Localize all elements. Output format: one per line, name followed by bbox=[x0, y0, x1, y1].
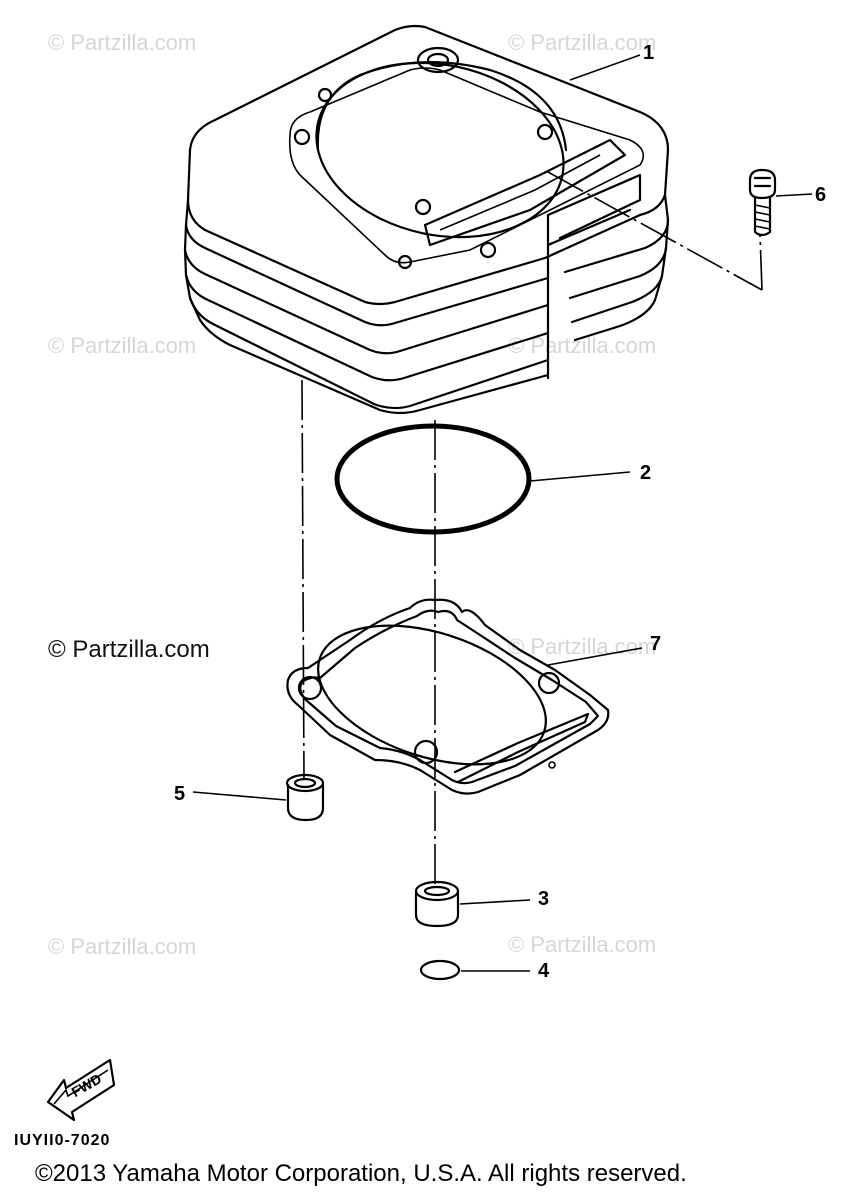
diagram-code: IUYII0-7020 bbox=[14, 1132, 111, 1149]
o-ring-part bbox=[334, 423, 631, 535]
watermark: © Partzilla.com bbox=[48, 636, 210, 663]
copyright-notice: ©2013 Yamaha Motor Corporation, U.S.A. A… bbox=[35, 1160, 687, 1187]
watermark: © Partzilla.com bbox=[48, 30, 197, 55]
callout-7: 7 bbox=[650, 633, 662, 655]
small-o-ring-part bbox=[419, 959, 530, 981]
fwd-arrow-icon: FWD bbox=[46, 1058, 116, 1122]
dowel-pin-right-part bbox=[414, 880, 531, 928]
watermark: © Partzilla.com bbox=[508, 30, 657, 55]
cylinder-part bbox=[183, 24, 763, 415]
gasket-part bbox=[286, 598, 643, 795]
callout-1: 1 bbox=[643, 42, 655, 64]
watermark: © Partzilla.com bbox=[508, 932, 657, 957]
watermark: © Partzilla.com bbox=[48, 333, 197, 358]
dowel-pin-left-part bbox=[192, 773, 325, 822]
callout-3: 3 bbox=[538, 888, 550, 910]
callout-4: 4 bbox=[538, 960, 550, 982]
bolt-part bbox=[748, 168, 813, 237]
watermark: © Partzilla.com bbox=[508, 634, 657, 659]
callout-2: 2 bbox=[640, 462, 652, 484]
callout-5: 5 bbox=[174, 783, 186, 805]
watermark: © Partzilla.com bbox=[48, 934, 197, 959]
callout-6: 6 bbox=[815, 184, 827, 206]
